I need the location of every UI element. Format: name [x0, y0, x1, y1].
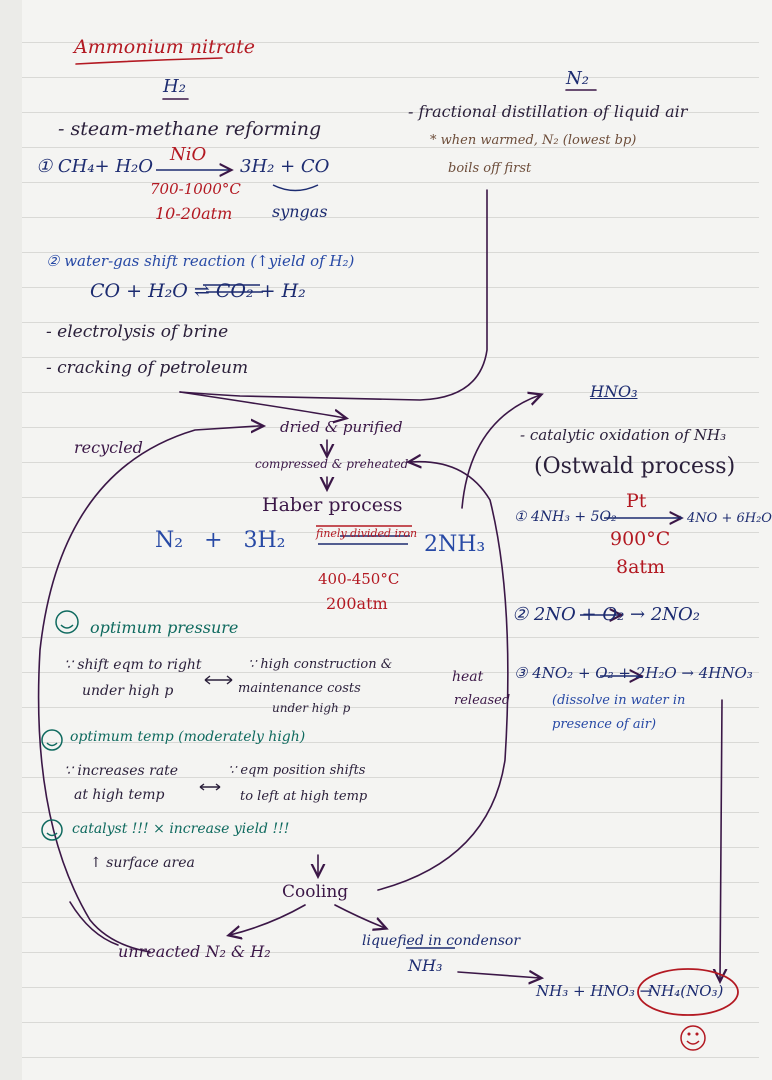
temp-left-1: ∵ increases rate	[64, 763, 179, 779]
hno3-eq1-right: → 4NO + 6H₂O	[672, 511, 772, 526]
released-label: released	[454, 693, 511, 708]
n2-line3: boils off first	[448, 161, 532, 176]
n2-line1: - fractional distillation of liquid air	[408, 102, 688, 121]
haber-catalyst: finely divided iron	[316, 527, 418, 540]
compressed-preheated: compressed & preheated	[255, 457, 409, 471]
h2-eq2: CO + H₂O ⇌ CO₂ + H₂	[90, 280, 306, 302]
optimum-temp-title: optimum temp (moderately high)	[70, 729, 306, 745]
pressure-right-3: under high p	[272, 701, 351, 715]
haber-temp: 400-450°C	[318, 570, 400, 588]
pressure-left-1: ∵ shift eqm to right	[64, 657, 202, 673]
hno3-eq3: ③ 4NO₂ + O₂ + 2H₂O → 4HNO₃	[514, 664, 753, 682]
heat-label: heat	[452, 669, 484, 685]
n2-heading: N₂	[566, 68, 589, 89]
optimum-pressure-title: optimum pressure	[90, 618, 239, 637]
h2-eq1-left: ① CH₄+ H₂O	[36, 156, 154, 177]
page-title: Ammonium nitrate	[74, 36, 256, 58]
hno3-note1: (dissolve in water in	[552, 693, 686, 708]
pressure-left-2: under high p	[82, 683, 174, 699]
cooling-label: Cooling	[282, 882, 349, 902]
hno3-eq1-left: ① 4NH₃ + 5O₂	[514, 509, 617, 525]
hno3-eq2: ② 2NO + O₂ → 2NO₂	[512, 604, 701, 625]
n2-line2: * when warmed, N₂ (lowest bp)	[430, 133, 637, 148]
syngas-label: syngas	[272, 202, 328, 221]
catalyst-sub: ↑ surface area	[90, 855, 195, 871]
haber-eq-left: N₂ + 3H₂	[155, 528, 286, 553]
nh3-label: NH₃	[408, 956, 443, 975]
catalyst-title: catalyst !!! × increase yield !!!	[72, 821, 290, 837]
page-margin	[0, 0, 22, 1080]
haber-process: Haber process	[262, 494, 403, 516]
hno3-eq1-pressure: 8atm	[616, 556, 666, 578]
h2-eq1-right: 3H₂ + CO	[240, 156, 330, 177]
hno3-heading: HNO₃	[590, 382, 638, 401]
haber-pressure: 200atm	[326, 594, 388, 613]
smiley-icon	[680, 1025, 706, 1051]
recycled-label: recycled	[74, 438, 143, 457]
h2-eq1-temp: 700-1000°C	[150, 180, 241, 198]
pressure-right-1: ∵ high construction &	[248, 657, 393, 672]
liquefied-label: liquefied in condensor	[362, 933, 521, 949]
electrolysis-text: - electrolysis of brine	[46, 322, 229, 342]
smr-text: - steam-methane reforming	[58, 118, 322, 140]
cracking-text: - cracking of petroleum	[46, 358, 249, 378]
hno3-note2: presence of air)	[552, 717, 657, 732]
temp-left-2: at high temp	[74, 787, 165, 803]
product-circle	[637, 968, 739, 1016]
temp-right-2: to left at high temp	[240, 789, 368, 804]
hno3-eq1-catalyst: Pt	[626, 490, 647, 512]
pressure-right-2: maintenance costs	[238, 681, 361, 696]
hno3-line1: - catalytic oxidation of NH₃	[520, 426, 727, 444]
final-product: NH₄(NO₃)	[648, 982, 724, 1000]
hno3-line2: (Ostwald process)	[534, 454, 736, 479]
final-equation-left: NH₃ + HNO₃ →	[536, 982, 653, 1000]
unreacted-label: unreacted N₂ & H₂	[118, 942, 271, 961]
h2-eq1-pressure: 10-20atm	[155, 204, 233, 223]
wgs-text: ② water-gas shift reaction (↑yield of H₂…	[46, 252, 355, 270]
haber-eq-right: 2NH₃	[424, 532, 486, 557]
temp-right-1: ∵ eqm position shifts	[228, 763, 366, 778]
dried-purified: dried & purified	[280, 418, 403, 436]
h2-heading: H₂	[163, 76, 186, 97]
h2-eq1-catalyst: NiO	[170, 144, 207, 165]
hno3-eq1-temp: 900°C	[610, 528, 671, 550]
